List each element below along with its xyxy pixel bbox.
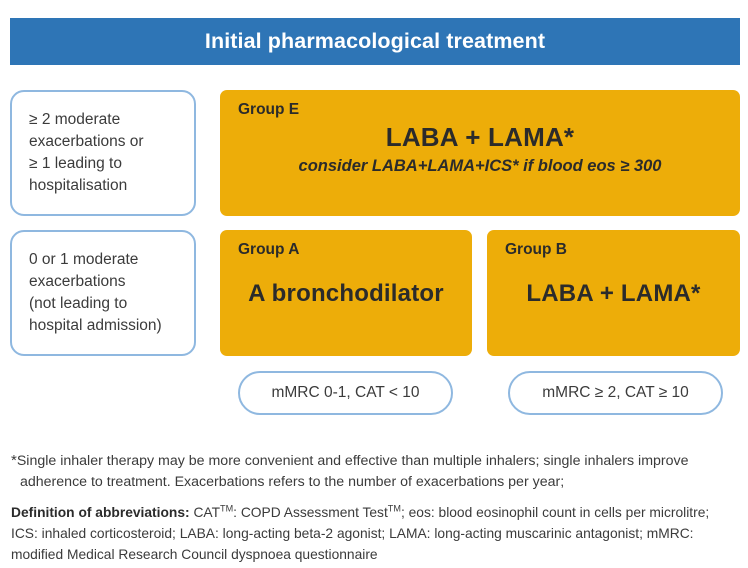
definitions-part2: : COPD Assessment Test — [233, 505, 388, 520]
group-b-treatment: LABA + LAMA* — [526, 280, 701, 307]
group-a-label: Group A — [238, 241, 300, 258]
group-e-box: Group E LABA + LAMA* consider LABA+LAMA+… — [220, 90, 740, 216]
group-e-content: LABA + LAMA* consider LABA+LAMA+ICS* if … — [220, 122, 740, 176]
criteria-box-exacerbations-low: 0 or 1 moderate exacerbations (not leadi… — [10, 230, 196, 356]
group-b-box: Group B LABA + LAMA* — [487, 230, 740, 356]
footnote-marker: * — [11, 452, 17, 469]
definitions-block: Definition of abbreviations: CATTM: COPD… — [11, 502, 738, 565]
header-bar: Initial pharmacological treatment — [10, 18, 740, 65]
definitions-part3: ; eos: blood eosinophil count in cells p… — [11, 505, 710, 563]
criteria-box-exacerbations-high: ≥ 2 moderate exacerbations or ≥ 1 leadin… — [10, 90, 196, 216]
symptom-pill-group-b: mMRC ≥ 2, CAT ≥ 10 — [508, 371, 723, 415]
criteria-text: ≥ 2 moderate exacerbations or ≥ 1 leadin… — [29, 111, 144, 194]
group-b-label: Group B — [505, 241, 567, 258]
page-title: Initial pharmacological treatment — [204, 29, 546, 53]
criteria-text: 0 or 1 moderate exacerbations (not leadi… — [29, 251, 162, 334]
footnote: *Single inhaler therapy may be more conv… — [11, 450, 738, 493]
definitions-part1: CAT — [189, 505, 221, 520]
trademark-symbol-cat: TM — [220, 503, 234, 514]
trademark-symbol-test: TM — [387, 503, 401, 514]
group-a-treatment: A bronchodilator — [248, 280, 444, 307]
symptom-pill-group-a: mMRC 0-1, CAT < 10 — [238, 371, 453, 415]
group-e-label: Group E — [238, 101, 300, 118]
footnote-text: Single inhaler therapy may be more conve… — [16, 453, 689, 491]
footnote-line: *Single inhaler therapy may be more conv… — [11, 450, 738, 493]
symptom-pill-text: mMRC ≥ 2, CAT ≥ 10 — [542, 384, 689, 401]
group-e-consideration: consider LABA+LAMA+ICS* if blood eos ≥ 3… — [298, 157, 662, 175]
definitions-heading: Definition of abbreviations: — [11, 505, 190, 520]
group-a-box: Group A A bronchodilator — [220, 230, 472, 356]
group-e-treatment: LABA + LAMA* — [385, 122, 575, 152]
symptom-pill-text: mMRC 0-1, CAT < 10 — [271, 384, 420, 401]
